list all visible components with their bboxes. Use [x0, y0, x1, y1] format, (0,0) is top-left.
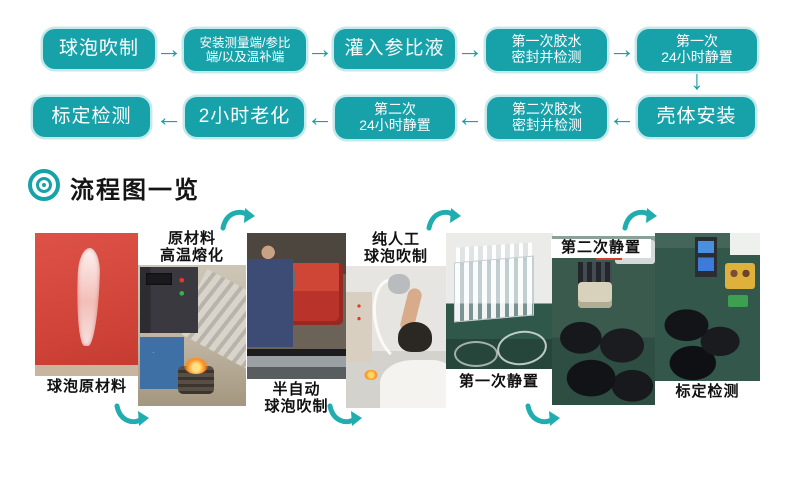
photo-caption: 原材料 高温熔化	[159, 230, 224, 264]
photo-caption: 标定检测	[675, 383, 740, 400]
arrow-left-icon: ←	[155, 102, 183, 132]
meter-screens	[698, 241, 714, 271]
cable-loop	[454, 341, 498, 367]
molten-glow	[184, 358, 208, 374]
gloved-hand	[388, 274, 410, 294]
curved-arrow-icon	[426, 208, 461, 231]
table-edge	[35, 365, 138, 376]
sensor-holder-cup	[578, 282, 612, 308]
bullseye-dot	[42, 183, 46, 187]
photo-manual-blowing	[346, 266, 446, 408]
photo-caption: 纯人工 球泡吹制	[363, 231, 428, 265]
photo-first-rest	[446, 233, 553, 369]
worker-figure	[247, 243, 293, 347]
photo-bulb-raw-material	[35, 233, 138, 376]
bullseye-ring	[36, 177, 52, 193]
photo-caption: 半自动 球泡吹制	[264, 381, 329, 415]
flow-step-install-ends: 安装测量端/参比 端/以及温补端	[184, 29, 306, 71]
section-title: 流程图一览	[70, 177, 200, 204]
work-table	[247, 349, 346, 379]
photo-caption: 第二次静置	[551, 239, 651, 258]
yellow-fixture	[725, 263, 755, 289]
arrow-left-icon: ←	[306, 102, 334, 132]
photo-second-rest	[552, 236, 655, 405]
curved-arrow-icon	[622, 208, 657, 231]
flow-step-second-glue-seal: 第二次胶水 密封并检测	[487, 97, 607, 139]
flow-step-first-glue-seal: 第一次胶水 密封并检测	[486, 29, 607, 71]
flow-step-calibration-test: 标定检测	[33, 97, 150, 137]
coiled-cables	[655, 291, 760, 381]
white-corner	[730, 233, 760, 255]
photo-caption: 第一次静置	[458, 373, 539, 390]
photo-caption: 球泡原材料	[46, 378, 127, 395]
coiled-cables	[552, 309, 655, 405]
sensor-bundle	[578, 262, 612, 284]
furnace-display	[146, 273, 172, 285]
worker-shirt	[380, 360, 446, 408]
worker-head	[398, 322, 432, 352]
arrow-right-icon: →	[306, 34, 334, 64]
blue-cabinet	[140, 337, 184, 389]
arrow-right-icon: →	[456, 34, 484, 64]
glass-rod-shape	[75, 247, 101, 347]
photo-semi-auto-blowing	[247, 233, 346, 379]
burner-flame	[364, 370, 378, 380]
arrow-right-icon: →	[155, 34, 183, 64]
photo-melting-furnace	[138, 265, 246, 406]
curved-arrow-icon	[327, 403, 362, 426]
photo-calibration-test	[655, 233, 760, 381]
side-machine	[346, 292, 372, 362]
cable-loop	[494, 327, 550, 369]
flow-step-second-24h-rest: 第二次 24小时静置	[335, 97, 455, 139]
curved-arrow-icon	[114, 403, 149, 426]
bulb-tray	[454, 255, 534, 323]
arrow-left-icon: ←	[608, 102, 636, 132]
flow-step-2h-aging: 2小时老化	[185, 97, 304, 137]
flow-step-bulb-blowing: 球泡吹制	[43, 29, 155, 69]
arrow-down-icon: ↓	[690, 65, 704, 95]
flow-step-shell-installation: 壳体安装	[638, 97, 755, 137]
flow-step-fill-reference-liquid: 灌入参比液	[334, 29, 455, 69]
bullseye-icon	[28, 169, 60, 201]
curved-arrow-icon	[525, 403, 560, 426]
arrow-right-icon: →	[608, 34, 636, 64]
arrow-left-icon: ←	[456, 102, 484, 132]
curved-arrow-icon	[220, 208, 255, 231]
flow-step-first-24h-rest: 第一次 24小时静置	[637, 29, 757, 71]
